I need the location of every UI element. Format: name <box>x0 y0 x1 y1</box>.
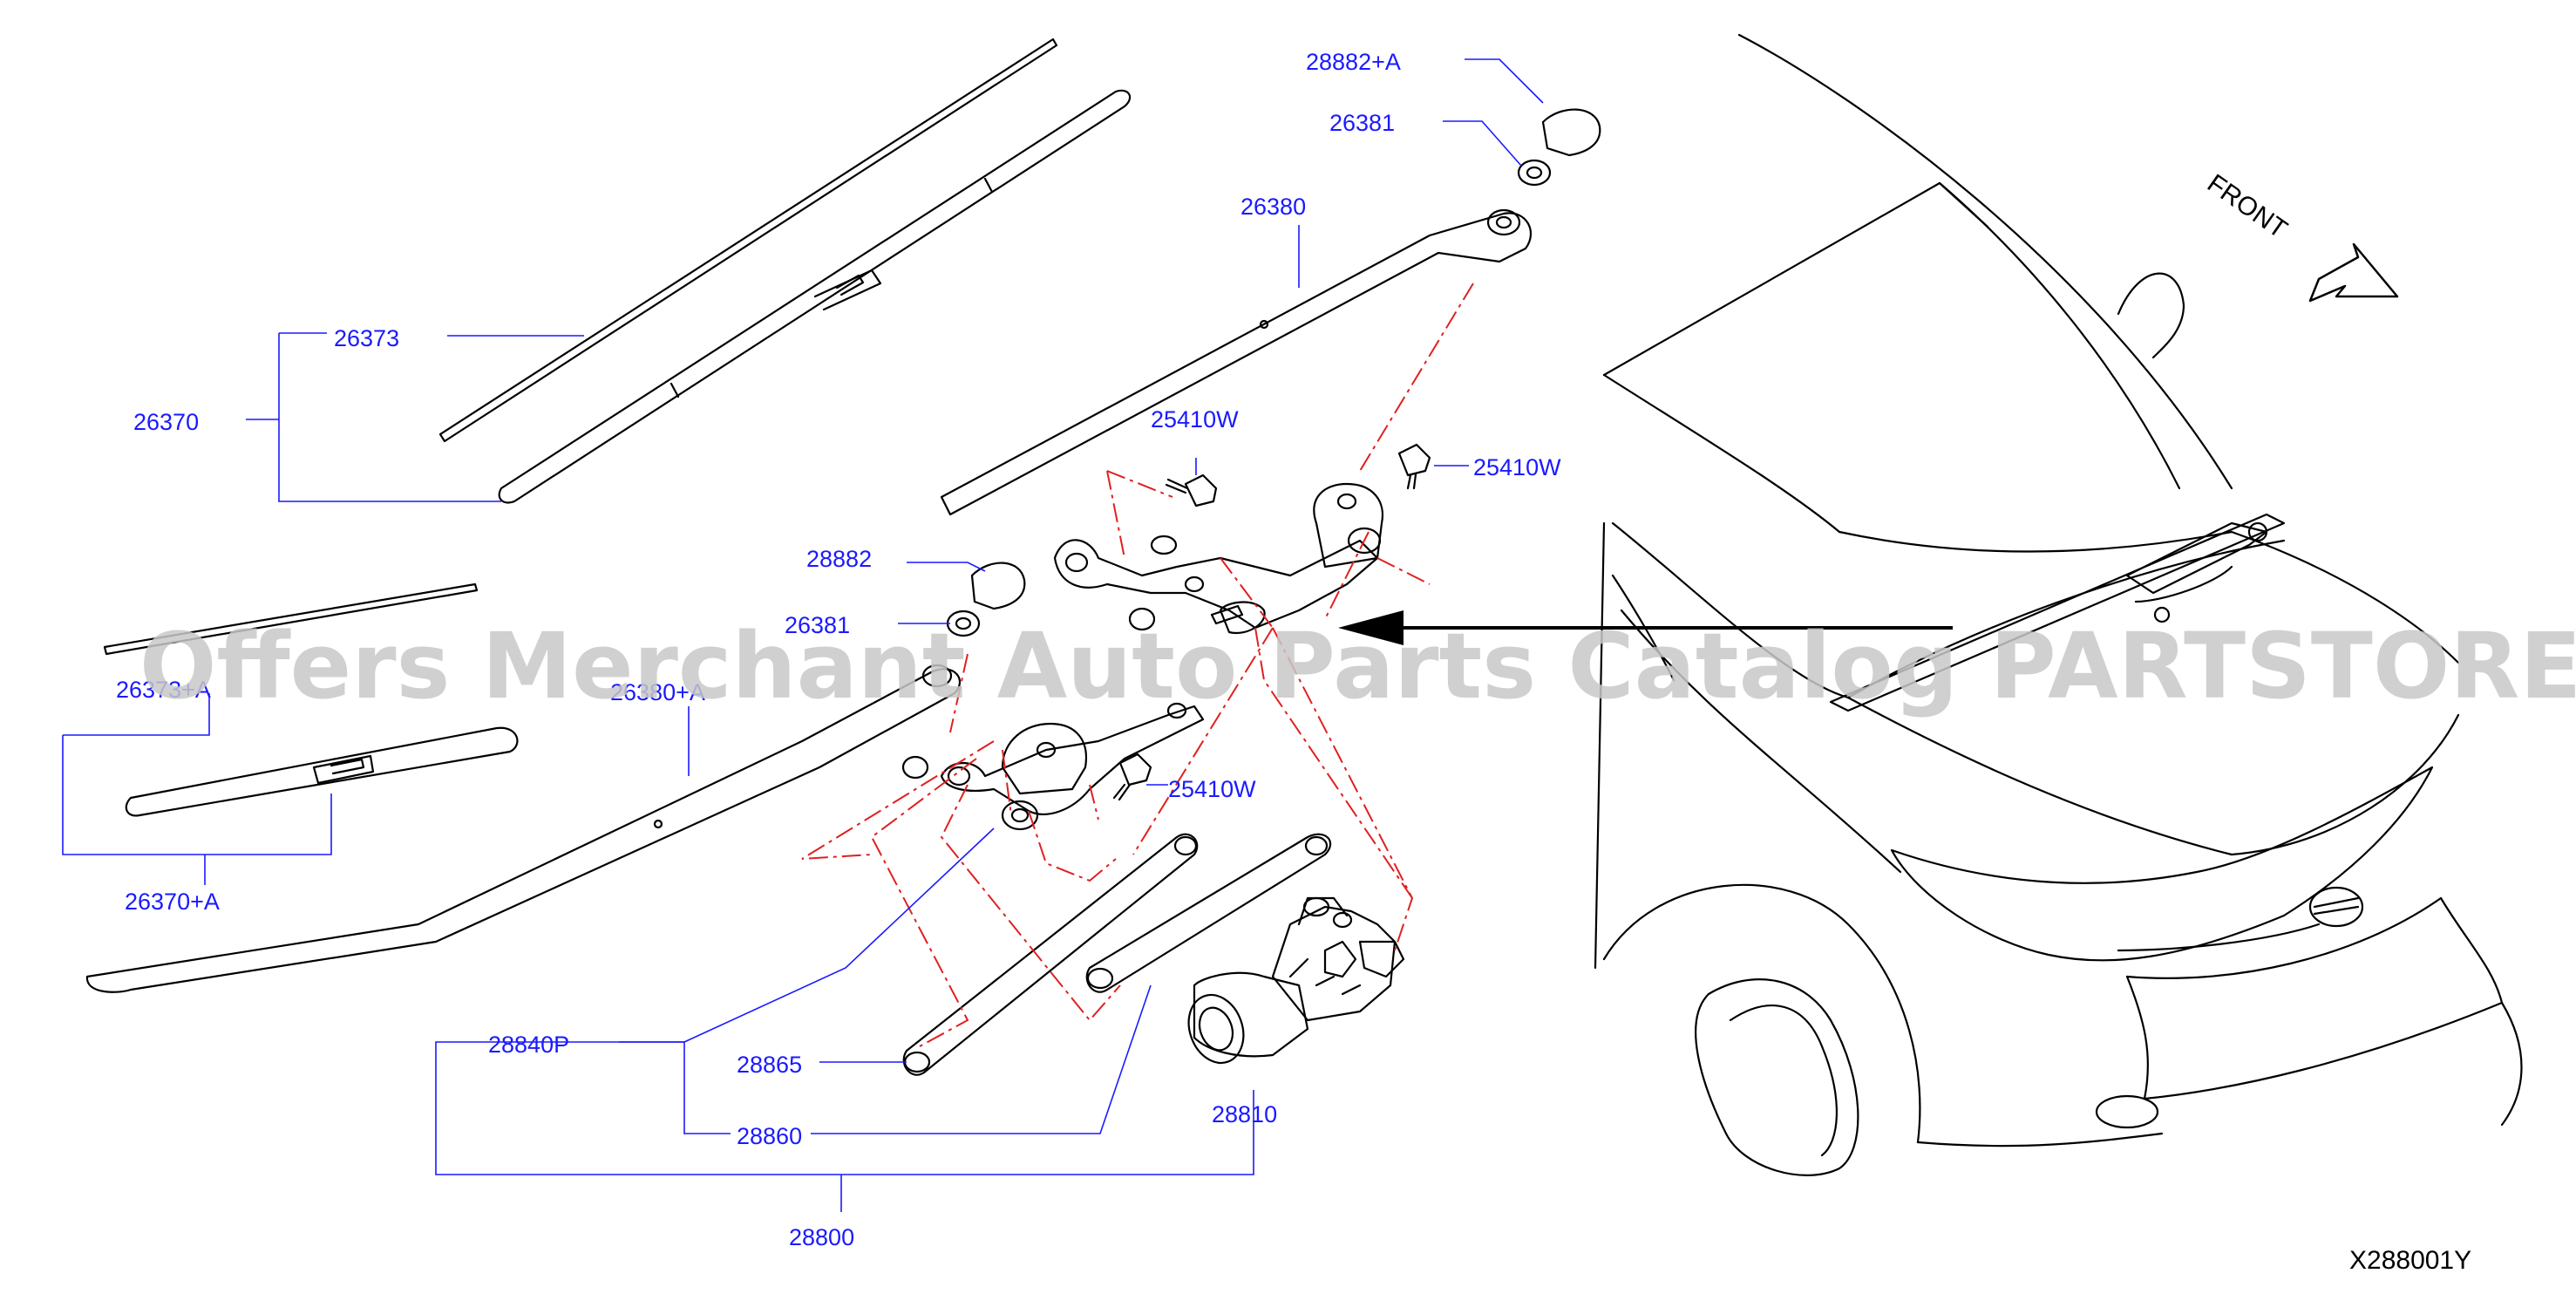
location-arrow <box>1338 610 1953 645</box>
label-25410W-a: 25410W <box>1151 406 1239 432</box>
pivot-frame-lower <box>940 705 1205 815</box>
label-26380: 26380 <box>1240 194 1306 220</box>
label-28860: 28860 <box>737 1123 802 1149</box>
front-arrow-icon <box>2308 242 2399 303</box>
leader-lines <box>62 58 1544 1212</box>
label-26373A: 26373+A <box>116 677 211 703</box>
part-26380-arm <box>940 212 1532 516</box>
label-26373: 26373 <box>334 325 399 351</box>
label-28800: 28800 <box>789 1224 854 1250</box>
part-26370-blade <box>498 89 1132 504</box>
part-25410W-bolt-b <box>1397 443 1431 490</box>
part-labels: 28882+A 26381 26380 26373 26370 25410W 2… <box>116 49 1561 1250</box>
pivot-housing-lower <box>1001 722 1088 795</box>
watermark-text: Offers Merchant Auto Parts Catalog PARTS… <box>139 613 2576 719</box>
label-28865: 28865 <box>737 1052 802 1078</box>
diagram-code: X288001Y <box>2349 1246 2471 1275</box>
part-26373-refill <box>438 37 1058 443</box>
part-25410W-bolt-c <box>1112 753 1152 801</box>
label-28810: 28810 <box>1212 1101 1277 1127</box>
part-26373A-refill <box>103 582 479 656</box>
assembly-dashed-lines <box>801 283 1474 1047</box>
part-28860-link-rod <box>1085 833 1332 993</box>
part-28882A-cap <box>1541 108 1601 157</box>
part-28810-motor <box>1187 896 1405 1065</box>
label-28882: 28882 <box>806 546 872 572</box>
label-28840P: 28840P <box>488 1032 569 1058</box>
pivot-housing-upper <box>1313 482 1384 569</box>
label-25410W-c: 25410W <box>1168 776 1256 802</box>
label-26381-upper: 26381 <box>1329 110 1395 136</box>
label-26370A: 26370+A <box>125 889 220 915</box>
part-26381-nut-upper <box>1517 159 1552 187</box>
part-26370A-blade <box>125 726 519 817</box>
label-25410W-b: 25410W <box>1473 454 1561 480</box>
part-25410W-bolt-a <box>1165 473 1218 507</box>
label-26381-lower: 26381 <box>785 612 850 638</box>
label-26370: 26370 <box>133 409 199 435</box>
part-28882-cap <box>970 562 1026 610</box>
label-26380A: 26380+A <box>610 679 705 705</box>
label-28882A: 28882+A <box>1306 49 1401 75</box>
car-outline <box>1594 33 2523 1176</box>
arm-pivot-upper <box>1486 208 1521 236</box>
part-26380A-arm <box>85 668 961 993</box>
